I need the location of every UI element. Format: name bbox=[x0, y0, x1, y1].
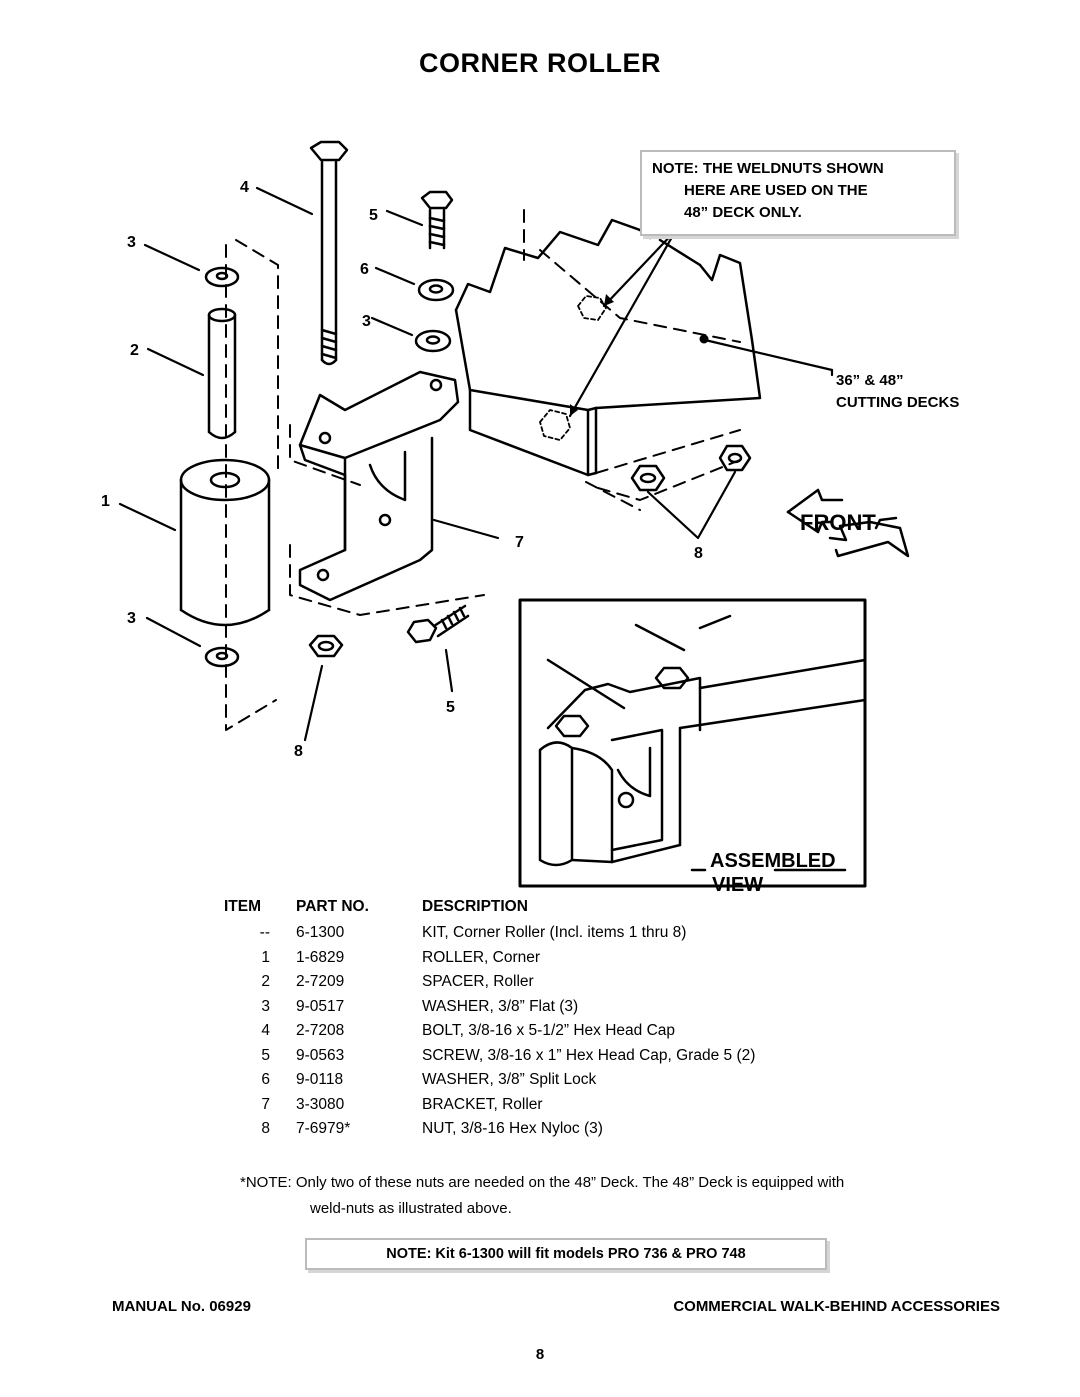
short-hex-screw-top bbox=[420, 190, 454, 250]
long-hex-bolt bbox=[309, 140, 349, 366]
row-part-no: 9-0118 bbox=[296, 1071, 344, 1088]
cutting-decks-label: 36” & 48” CUTTING DECKS bbox=[836, 370, 959, 414]
kit-compatibility-note: NOTE: Kit 6-1300 will fit models PRO 736… bbox=[305, 1238, 827, 1270]
nut-footnote: *NOTE: Only two of these nuts are needed… bbox=[240, 1170, 980, 1222]
row-description: WASHER, 3/8” Flat (3) bbox=[422, 998, 579, 1015]
callout-1: 1 bbox=[101, 493, 110, 510]
header-part-no: PART NO. bbox=[296, 898, 369, 915]
callout-5-top: 5 bbox=[369, 207, 378, 224]
hex-nut-bottom bbox=[308, 634, 344, 658]
roller-stack-outline bbox=[225, 239, 279, 731]
flat-washer-middle bbox=[414, 329, 452, 353]
spacer-roller bbox=[207, 307, 237, 440]
weldnut-note-line2: HERE ARE USED ON THE bbox=[684, 182, 868, 199]
row-part-no: 9-0517 bbox=[296, 998, 345, 1015]
row-item: -- bbox=[259, 924, 270, 941]
row-item: 2 bbox=[261, 973, 270, 990]
callout-3-bottom: 3 bbox=[127, 610, 136, 627]
header-item: ITEM bbox=[224, 898, 262, 915]
table-row: 4 2-7208 BOLT, 3/8-16 x 5-1/2” Hex Head … bbox=[0, 1022, 1080, 1046]
row-description: SCREW, 3/8-16 x 1” Hex Head Cap, Grade 5… bbox=[422, 1047, 756, 1064]
flat-washer-top bbox=[204, 266, 240, 288]
page-number: 8 bbox=[535, 1346, 545, 1363]
callout-8-right: 8 bbox=[694, 545, 703, 562]
roller-bracket bbox=[289, 370, 485, 616]
row-description: BRACKET, Roller bbox=[422, 1096, 543, 1113]
short-hex-screw-bottom bbox=[406, 604, 470, 644]
callout-7: 7 bbox=[515, 534, 524, 551]
split-lock-washer bbox=[417, 278, 455, 302]
callout-3-top: 3 bbox=[127, 234, 136, 251]
assembled-label-line2: VIEW bbox=[712, 874, 763, 896]
row-item: 6 bbox=[261, 1071, 270, 1088]
callout-5-bottom: 5 bbox=[446, 699, 455, 716]
cutting-deck bbox=[454, 209, 762, 511]
callout-6: 6 bbox=[360, 261, 369, 278]
row-item: 4 bbox=[261, 1022, 270, 1039]
row-part-no: 6-1300 bbox=[296, 924, 345, 941]
row-description: KIT, Corner Roller (Incl. items 1 thru 8… bbox=[422, 924, 687, 941]
front-label: FRONT bbox=[800, 510, 876, 535]
row-part-no: 3-3080 bbox=[296, 1096, 345, 1113]
weld-nut-upper bbox=[577, 295, 607, 321]
cutting-decks-label-line2: CUTTING DECKS bbox=[836, 394, 960, 411]
callout-2: 2 bbox=[130, 342, 139, 359]
assembled-view-box bbox=[518, 598, 867, 888]
weld-nut-lower bbox=[539, 409, 571, 441]
row-item: 3 bbox=[261, 998, 270, 1015]
weldnut-note-box: NOTE: THE WELDNUTS SHOWN HERE ARE USED O… bbox=[640, 150, 956, 236]
table-row: 8 7-6979* NUT, 3/8-16 Hex Nyloc (3) bbox=[0, 1120, 1080, 1144]
row-item: 7 bbox=[261, 1096, 270, 1113]
weldnut-note-line3: 48” DECK ONLY. bbox=[684, 204, 802, 221]
hex-nut-right-1 bbox=[630, 464, 666, 492]
row-part-no: 7-6979* bbox=[296, 1120, 351, 1137]
manual-number: MANUAL No. 06929 bbox=[112, 1298, 251, 1315]
table-row: 6 9-0118 WASHER, 3/8” Split Lock bbox=[0, 1071, 1080, 1095]
table-row: 3 9-0517 WASHER, 3/8” Flat (3) bbox=[0, 998, 1080, 1022]
row-description: WASHER, 3/8” Split Lock bbox=[422, 1071, 597, 1088]
exploded-view-diagram: 4 5 3 6 2 3 1 7 8 3 5 8 FRONT ASSEMBLED … bbox=[101, 140, 910, 896]
assembled-label-line1: ASSEMBLED bbox=[710, 850, 836, 872]
row-item: 5 bbox=[261, 1047, 270, 1064]
row-item: 1 bbox=[261, 949, 270, 966]
footnote-line1: *NOTE: Only two of these nuts are needed… bbox=[240, 1174, 845, 1191]
table-row: 7 3-3080 BRACKET, Roller bbox=[0, 1096, 1080, 1120]
row-item: 8 bbox=[261, 1120, 270, 1137]
callout-8-bottom: 8 bbox=[294, 743, 303, 760]
row-description: SPACER, Roller bbox=[422, 973, 534, 990]
weldnut-note-line1: NOTE: THE WELDNUTS SHOWN bbox=[652, 160, 884, 177]
page-title: CORNER ROLLER bbox=[419, 48, 661, 78]
row-description: BOLT, 3/8-16 x 5-1/2” Hex Head Cap bbox=[422, 1022, 676, 1039]
table-row: -- 6-1300 KIT, Corner Roller (Incl. item… bbox=[0, 924, 1080, 948]
section-title: COMMERCIAL WALK-BEHIND ACCESSORIES bbox=[673, 1298, 1000, 1315]
callout-4: 4 bbox=[240, 179, 249, 196]
callout-3-middle: 3 bbox=[362, 313, 371, 330]
row-part-no: 9-0563 bbox=[296, 1047, 345, 1064]
front-arrow-icon bbox=[786, 488, 910, 558]
row-part-no: 2-7208 bbox=[296, 1022, 345, 1039]
leader-lines bbox=[118, 186, 834, 742]
footnote-line2: weld-nuts as illustrated above. bbox=[310, 1200, 512, 1217]
row-description: NUT, 3/8-16 Hex Nyloc (3) bbox=[422, 1120, 603, 1137]
row-part-no: 1-6829 bbox=[296, 949, 345, 966]
header-description: DESCRIPTION bbox=[422, 898, 528, 915]
table-row: 5 9-0563 SCREW, 3/8-16 x 1” Hex Head Cap… bbox=[0, 1047, 1080, 1071]
flat-washer-bottom bbox=[204, 646, 240, 668]
hex-nut-right-2 bbox=[718, 444, 752, 472]
cutting-decks-label-line1: 36” & 48” bbox=[836, 372, 904, 389]
table-row: 1 1-6829 ROLLER, Corner bbox=[0, 949, 1080, 973]
table-row: 2 2-7209 SPACER, Roller bbox=[0, 973, 1080, 997]
row-part-no: 2-7209 bbox=[296, 973, 345, 990]
corner-roller bbox=[179, 458, 271, 627]
row-description: ROLLER, Corner bbox=[422, 949, 541, 966]
